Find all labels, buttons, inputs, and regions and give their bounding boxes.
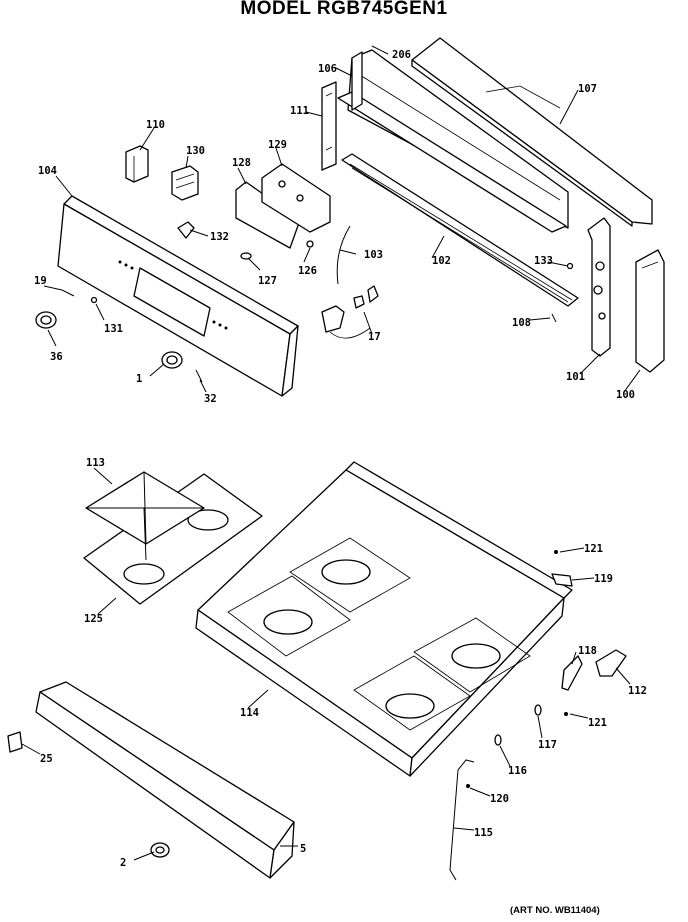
label-101: 101 — [566, 371, 585, 383]
grate-top — [85, 471, 205, 561]
label-130: 130 — [186, 145, 205, 157]
end-bracket-100 — [635, 249, 665, 373]
label-125: 125 — [84, 613, 103, 625]
label-107: 107 — [578, 83, 597, 95]
label-121-top: 121 — [584, 543, 603, 555]
knob-1 — [161, 351, 183, 369]
label-128: 128 — [232, 157, 251, 169]
part-118 — [561, 655, 583, 691]
label-129: 129 — [268, 139, 287, 151]
label-5: 5 — [300, 843, 306, 855]
label-112: 112 — [628, 685, 647, 697]
screw-19 — [61, 289, 75, 297]
switch-130 — [171, 165, 199, 201]
label-110: 110 — [146, 119, 165, 131]
label-115: 115 — [474, 827, 493, 839]
washer-131 — [90, 296, 98, 304]
part-116 — [494, 734, 502, 746]
label-19: 19 — [34, 275, 47, 287]
label-117: 117 — [538, 739, 557, 751]
part-121-top — [554, 550, 558, 554]
part-108 — [551, 313, 557, 323]
screw-32 — [195, 369, 203, 383]
part-120 — [466, 784, 470, 788]
label-206: 206 — [392, 49, 411, 61]
label-2: 2 — [120, 857, 126, 869]
bracket-128 — [235, 181, 301, 249]
label-133: 133 — [534, 255, 553, 267]
model-title: MODEL RGB745GEN1 — [240, 0, 448, 19]
spring-127 — [240, 252, 252, 260]
label-132: 132 — [210, 231, 229, 243]
label-25: 25 — [40, 753, 53, 765]
label-1: 1 — [136, 373, 142, 385]
art-number: (ART NO. WB11404) — [510, 905, 600, 916]
label-111: 111 — [290, 105, 309, 117]
label-102: 102 — [432, 255, 451, 267]
backsplash-panel — [337, 49, 569, 233]
timer-129 — [261, 163, 331, 233]
label-32: 32 — [204, 393, 217, 405]
end-bracket-101 — [587, 217, 611, 357]
label-103: 103 — [364, 249, 383, 261]
screw-126 — [306, 240, 314, 248]
connector-132 — [177, 221, 195, 239]
label-113: 113 — [86, 457, 105, 469]
label-131: 131 — [104, 323, 123, 335]
label-127: 127 — [258, 275, 277, 287]
label-17: 17 — [368, 331, 381, 343]
cooktop — [195, 461, 573, 777]
side-bracket — [321, 81, 337, 171]
label-108: 108 — [512, 317, 531, 329]
label-121-bottom: 121 — [588, 717, 607, 729]
igniter-switch-17 — [321, 285, 379, 339]
part-119 — [551, 573, 573, 587]
label-104: 104 — [38, 165, 57, 177]
label-106: 106 — [318, 63, 337, 75]
rear-cover — [411, 37, 653, 227]
label-120: 120 — [490, 793, 509, 805]
part-112 — [595, 649, 627, 677]
label-36: 36 — [50, 351, 63, 363]
label-118: 118 — [578, 645, 597, 657]
front-trim — [35, 681, 295, 879]
label-126: 126 — [298, 265, 317, 277]
part-121-bottom — [564, 712, 568, 716]
part-labels: 206 106 107 111 110 129 130 128 104 132 … — [34, 49, 647, 869]
tube-103 — [336, 225, 351, 285]
label-100: 100 — [616, 389, 635, 401]
rod-115 — [449, 759, 475, 881]
part-133 — [566, 262, 574, 270]
leader-lines — [21, 45, 641, 861]
knob-2 — [150, 842, 170, 858]
label-114: 114 — [240, 707, 259, 719]
label-116: 116 — [508, 765, 527, 777]
clock-component-110 — [125, 145, 149, 183]
control-panel — [57, 195, 299, 397]
manifold-pipe — [341, 153, 579, 307]
burner-grate — [83, 473, 263, 605]
part-117 — [534, 704, 542, 716]
knob-36 — [35, 311, 57, 329]
label-119: 119 — [594, 573, 613, 585]
part-25 — [7, 731, 23, 753]
